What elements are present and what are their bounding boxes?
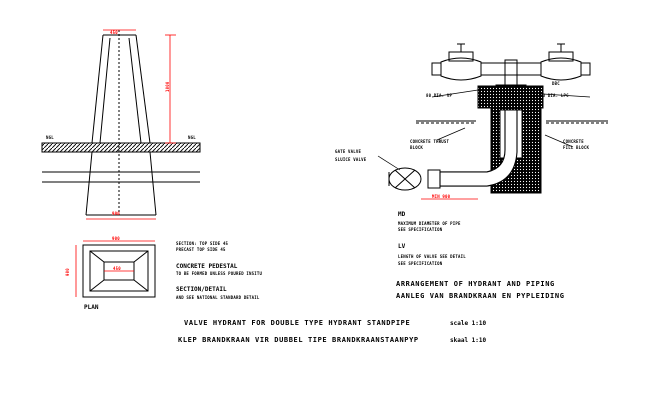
ground-hatch-left — [41, 142, 201, 153]
dim-plan-side: 900 — [65, 268, 70, 276]
note-3-sub: AND SEE NATIONAL STANDARD DETAIL — [176, 295, 260, 300]
dim-plan-inner: 450 — [113, 266, 121, 271]
dim-bottom-elevation: 900 — [112, 211, 120, 216]
hydrant-assembly — [388, 43, 591, 191]
ngl-label-left: NGL — [46, 135, 54, 140]
note-2: CONCRETE PEDESTAL — [176, 263, 238, 270]
note-1: SECTION: TOP SIDE 45 — [176, 241, 229, 246]
concrete-left-sub-label: BLOCK — [410, 145, 424, 150]
plan-dimensions — [75, 240, 155, 297]
concrete-right-label: CONCRETE — [563, 139, 584, 144]
concrete-right-sub-label: FILL BLOCK — [563, 145, 590, 150]
note-1-sub: PRECAST TOP SIDE 45 — [176, 247, 226, 252]
dbc-label: DBC — [552, 81, 560, 86]
dim-detail-bottom: MIN 900 — [432, 194, 451, 199]
title-right-line-2: AANLEG VAN BRANDKRAAN EN PYPLEIDING — [396, 292, 565, 300]
note-2-sub: TO BE FORMED UNLESS POURED INSITU — [176, 271, 263, 276]
plan-label: PLAN — [84, 304, 99, 311]
gate-valve-label: GATE VALVE — [335, 149, 362, 154]
note-3: SECTION/DETAIL — [176, 286, 227, 293]
md-line-2: SEE SPECIFICATION — [398, 227, 443, 232]
title-bottom-line-2: KLEP BRANDKRAAN VIR DUBBEL TIPE BRANDKRA… — [178, 336, 419, 344]
ngl-label-right: NGL — [188, 135, 196, 140]
ground-line-right — [416, 120, 608, 124]
dim-right-elevation: 1000 — [165, 81, 170, 92]
lv-code: LV — [398, 243, 406, 250]
md-code: MD — [398, 211, 406, 218]
dim-plan-top: 900 — [112, 236, 120, 241]
scale-line-1: scale 1:10 — [450, 320, 487, 327]
leader-lines — [377, 89, 591, 171]
bend-inner — [439, 109, 518, 187]
elevation-dimensions — [86, 29, 176, 220]
title-bottom-line-1: VALVE HYDRANT FOR DOUBLE TYPE HYDRANT ST… — [184, 319, 411, 327]
lv-line-1: LENGTH OF VALVE SEE DETAIL — [398, 254, 466, 259]
gate-valve-sub-label: SLUICE VALVE — [335, 157, 367, 162]
pedestal-elevation — [41, 30, 201, 216]
scale-line-2: skaal 1:10 — [450, 337, 487, 344]
dim-top-elevation: 450 — [110, 30, 118, 35]
right-valve-label: 80 DIA. LPC — [540, 93, 569, 98]
left-valve-label: 80 DIA. VP — [426, 93, 453, 98]
concrete-block-upper — [477, 85, 544, 109]
lv-line-2: SEE SPECIFICATION — [398, 261, 443, 266]
concrete-left-label: CONCRETE THRUST — [410, 139, 450, 144]
title-right-line-1: ARRANGEMENT OF HYDRANT AND PIPING — [396, 280, 555, 288]
md-line-1: MAXIMUM DIAMETER OF PIPE — [398, 221, 461, 226]
